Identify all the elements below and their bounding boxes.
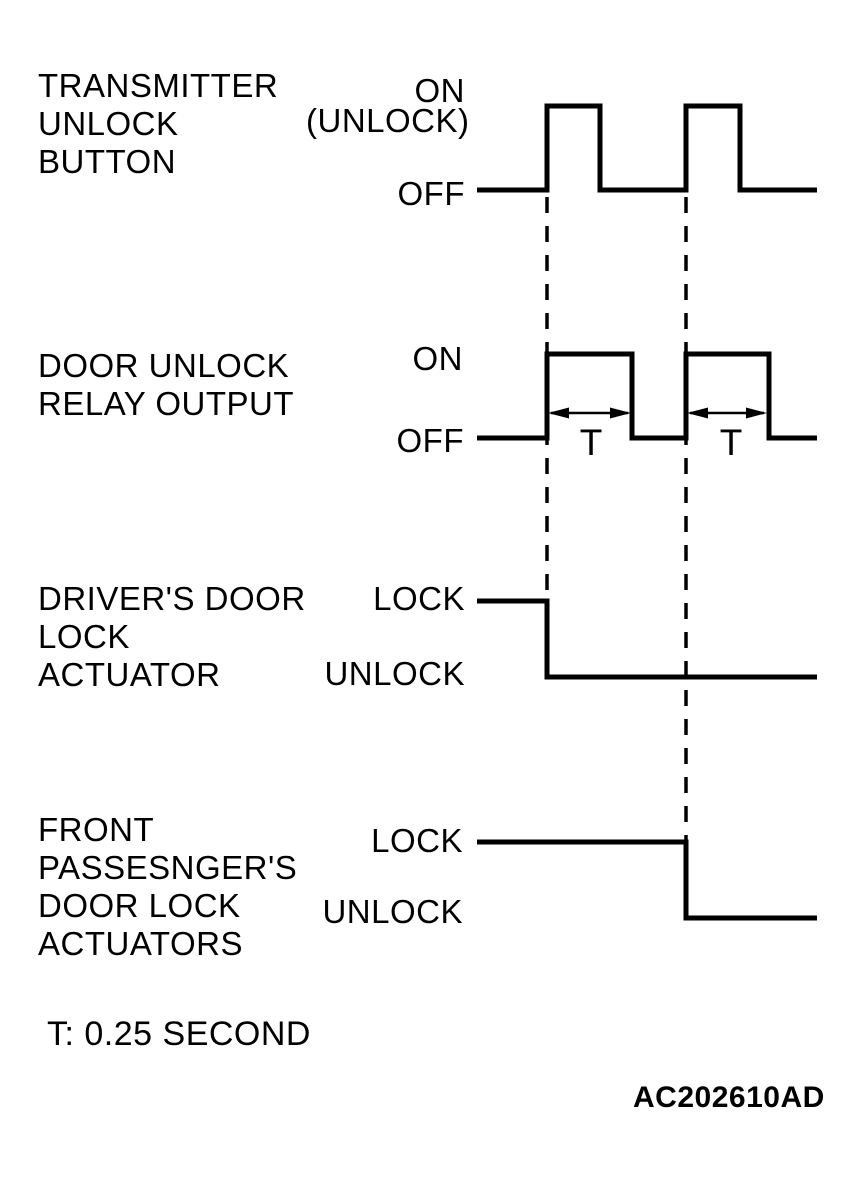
level-label-on: ON [412,340,463,377]
arrowhead-right-icon [746,407,767,419]
signal-label-drivers-door-lock-actuator: DRIVER'S DOOR LOCK ACTUATOR [38,580,306,694]
signal-label-line: DOOR UNLOCK [38,347,290,384]
signal-label-line: BUTTON [38,143,177,180]
signal-label-door-unlock-relay-output: DOOR UNLOCK RELAY OUTPUT [38,347,294,423]
level-label-unlock-paren: (UNLOCK) [306,102,470,139]
signal-label-line: PASSESNGER'S [38,849,298,886]
level-label-unlock: UNLOCK [324,655,465,692]
waveform-drivers-door-lock-actuator [477,598,817,680]
waveform-door-unlock-relay-output [477,351,817,441]
arrowhead-left-icon [548,407,569,419]
signal-label-transmitter-unlock-button: TRANSMITTER UNLOCK BUTTON [38,67,278,181]
signal-label-front-passengers-door-lock-actuators: FRONT PASSESNGER'S DOOR LOCK ACTUATORS [38,811,297,963]
arrowhead-left-icon [687,407,708,419]
signal-label-line: RELAY OUTPUT [38,385,294,422]
signal-label-line: ACTUATOR [38,656,221,693]
signal-label-line: DOOR LOCK [38,887,241,924]
signal-label-line: LOCK [38,618,130,655]
level-label-unlock: UNLOCK [322,893,463,930]
level-label-off: OFF [396,422,464,459]
signal-label-line: FRONT [38,811,155,848]
level-label-lock: LOCK [373,580,465,617]
waveform-front-passengers-door-lock-actuators [477,839,817,921]
waveform-transmitter-unlock-button [477,103,817,193]
signal-label-line: DRIVER'S DOOR [38,580,306,617]
level-label-lock: LOCK [371,822,463,859]
signal-label-line: ACTUATORS [38,925,243,962]
time-note: T: 0.25 SECOND [47,1015,311,1053]
signal-label-line: UNLOCK [38,105,179,142]
level-label-on: ON [414,72,465,109]
signal-label-line: TRANSMITTER [38,67,279,104]
figure-code: AC202610AD [633,1081,825,1114]
level-label-off: OFF [397,175,465,212]
duration-t-label: T [579,422,603,463]
arrowhead-right-icon [610,407,631,419]
duration-t-label: T [719,422,743,463]
